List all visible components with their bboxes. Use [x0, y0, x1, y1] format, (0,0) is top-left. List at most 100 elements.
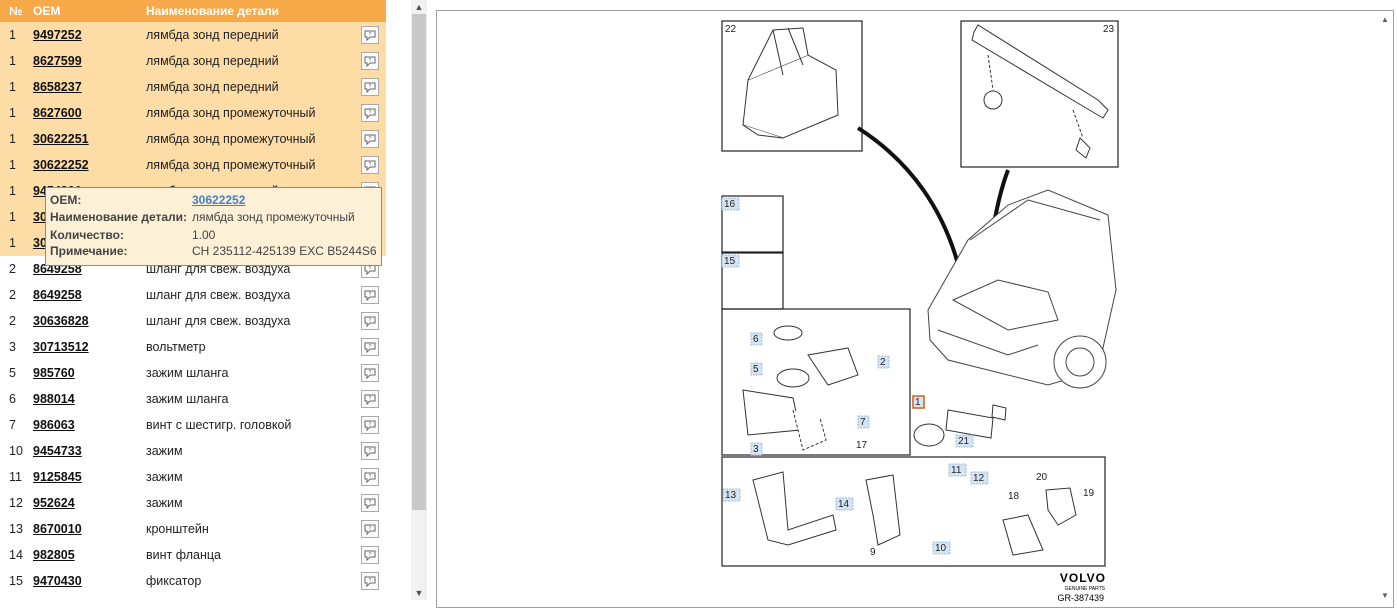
callout-box-13[interactable]: [722, 488, 741, 502]
callout-23[interactable]: 23: [1103, 24, 1115, 35]
note-button[interactable]: ?: [361, 286, 379, 304]
note-button[interactable]: ?: [361, 338, 379, 356]
callout-20[interactable]: 20: [1036, 472, 1048, 483]
arrow-up-icon[interactable]: ▲: [414, 2, 424, 12]
callout-5[interactable]: 5: [753, 364, 759, 375]
callout-box-6[interactable]: [750, 332, 763, 346]
oem-link[interactable]: 30713512: [33, 340, 89, 354]
note-button[interactable]: ?: [361, 78, 379, 96]
oem-link[interactable]: 9497252: [33, 28, 82, 42]
note-button[interactable]: ?: [361, 442, 379, 460]
callout-box-16[interactable]: [721, 197, 740, 211]
oem-link[interactable]: 8658237: [33, 80, 82, 94]
oem-link[interactable]: 8649258: [33, 288, 82, 302]
callout-3[interactable]: 3: [753, 444, 759, 455]
callout-2[interactable]: 2: [880, 357, 886, 368]
callout-box-10[interactable]: [932, 541, 951, 555]
callout-14[interactable]: 14: [838, 499, 850, 510]
callout-box-1[interactable]: [912, 395, 925, 409]
note-button[interactable]: ?: [361, 572, 379, 590]
callout-11[interactable]: 11: [951, 465, 962, 476]
note-button[interactable]: ?: [361, 312, 379, 330]
oem-link[interactable]: 9470430: [33, 574, 82, 588]
callout-10[interactable]: 10: [935, 543, 947, 554]
oem-link[interactable]: 8670010: [33, 522, 82, 536]
callout-13[interactable]: 13: [725, 490, 737, 501]
callout-box-3[interactable]: [750, 442, 763, 456]
oem-link[interactable]: 952624: [33, 496, 75, 510]
note-button[interactable]: ?: [361, 364, 379, 382]
callout-box-7[interactable]: [857, 415, 870, 429]
note-button[interactable]: ?: [361, 416, 379, 434]
oem-link[interactable]: 8627600: [33, 106, 82, 120]
oem-link[interactable]: 30622252: [33, 158, 89, 172]
parts-list-scrollbar[interactable]: ▲ ▼: [411, 0, 427, 600]
note-button[interactable]: ?: [361, 468, 379, 486]
scrollbar-thumb[interactable]: [412, 14, 426, 510]
note-button[interactable]: ?: [361, 546, 379, 564]
callout-22[interactable]: 22: [725, 24, 737, 35]
note-button[interactable]: ?: [361, 26, 379, 44]
callout-box-12[interactable]: [970, 471, 989, 485]
oem-link[interactable]: 9125845: [33, 470, 82, 484]
callout-17[interactable]: 17: [856, 440, 868, 451]
callout-18[interactable]: 18: [1008, 491, 1020, 502]
arrow-down-icon[interactable]: ▼: [414, 588, 424, 598]
oem-link[interactable]: 30636828: [33, 314, 89, 328]
note-button[interactable]: ?: [361, 156, 379, 174]
arrow-up-icon[interactable]: ▲: [1381, 15, 1389, 24]
callout-box-5[interactable]: [750, 362, 763, 376]
note-button[interactable]: ?: [361, 130, 379, 148]
note-button[interactable]: ?: [361, 520, 379, 538]
callout-7[interactable]: 7: [860, 417, 866, 428]
callout-1[interactable]: 1: [915, 397, 921, 408]
oem-link[interactable]: 30622251: [33, 132, 89, 146]
callout-16[interactable]: 16: [724, 199, 736, 210]
callout-6[interactable]: 6: [753, 334, 759, 345]
column-header-name[interactable]: Наименование детали: [146, 0, 354, 22]
callout-21[interactable]: 21: [958, 436, 970, 447]
callout-15[interactable]: 15: [724, 256, 736, 267]
oem-link[interactable]: 982805: [33, 548, 75, 562]
column-header-num[interactable]: №: [0, 0, 33, 22]
callout-box-14[interactable]: [835, 497, 854, 511]
callout-box-11[interactable]: [948, 463, 967, 477]
diagram-scrollbar[interactable]: ▲ ▼: [1377, 11, 1393, 607]
note-button[interactable]: ?: [361, 494, 379, 512]
note-button[interactable]: ?: [361, 390, 379, 408]
oem-link[interactable]: 988014: [33, 392, 75, 406]
callout-box-15[interactable]: [721, 254, 740, 268]
oem-link[interactable]: 985760: [33, 366, 75, 380]
note-button[interactable]: ?: [361, 52, 379, 70]
tooltip-oem-link[interactable]: 30622252: [192, 193, 246, 207]
oem-link[interactable]: 9454733: [33, 444, 82, 458]
callout-9[interactable]: 9: [870, 547, 876, 558]
callout-box-2[interactable]: [877, 355, 890, 369]
note-button[interactable]: ?: [361, 104, 379, 122]
oem-link[interactable]: 8627599: [33, 54, 82, 68]
callout-box-21[interactable]: [955, 434, 974, 448]
column-header-oem[interactable]: OEM: [33, 0, 146, 22]
oem-link[interactable]: 986063: [33, 418, 75, 432]
callout-19[interactable]: 19: [1083, 488, 1095, 499]
callout-12[interactable]: 12: [973, 473, 985, 484]
arrow-down-icon[interactable]: ▼: [1381, 591, 1389, 600]
